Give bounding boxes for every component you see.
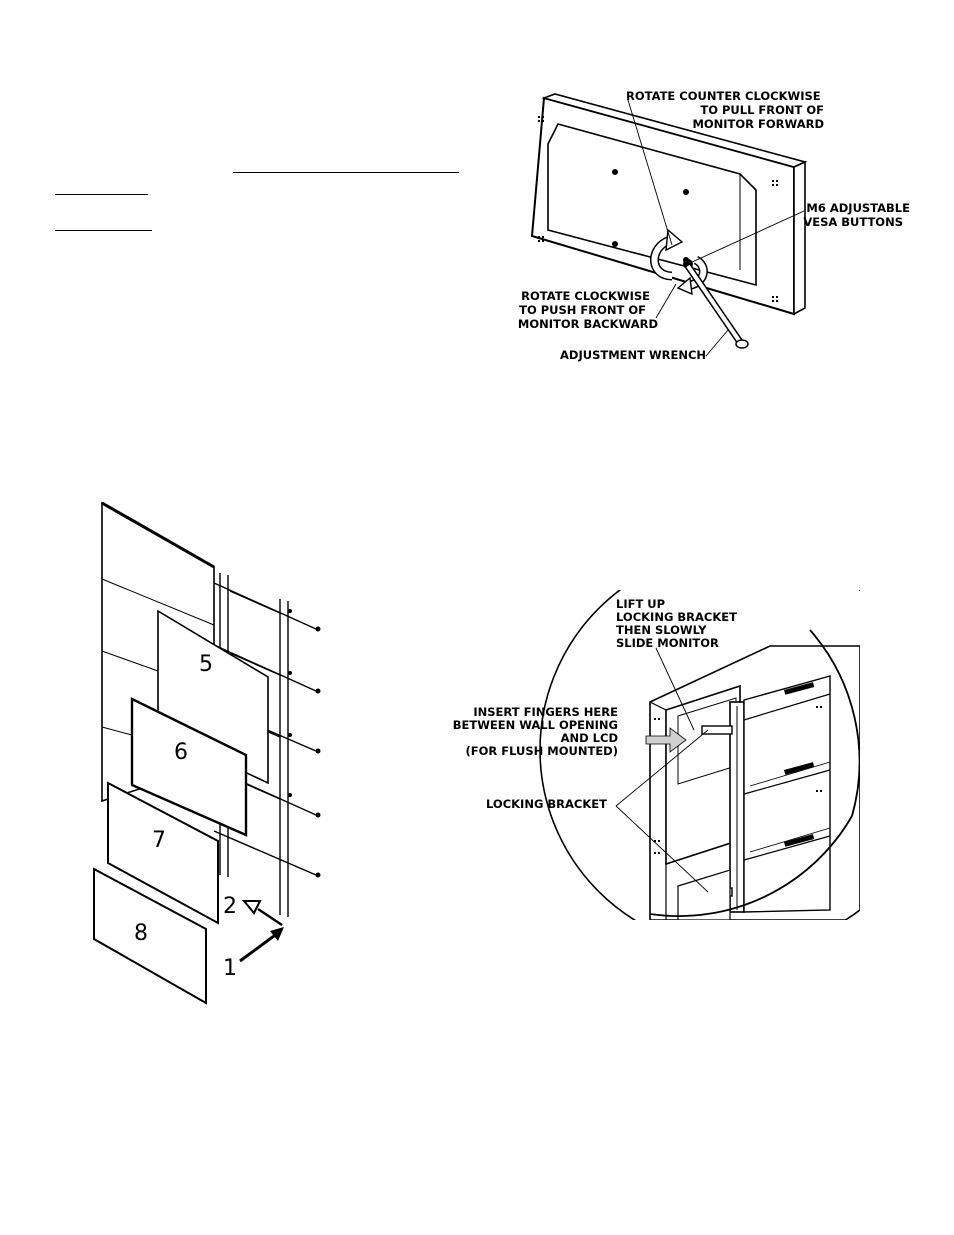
rotate-ccw-line-1: ROTATE COUNTER CLOCKWISE [626,89,821,103]
svg-text:SLIDE MONITOR: SLIDE MONITOR [616,636,719,650]
fingers-line-2: BETWEEN WALL OPENING [453,718,618,732]
rotate-ccw-line-3: MONITOR FORWARD [692,117,824,131]
svg-text:VESA BUTTONS: VESA BUTTONS [803,215,903,229]
lift-line-3: THEN SLOWLY [616,623,707,637]
m6-buttons-line-2: VESA BUTTONS [803,215,903,229]
svg-text:ADJUSTMENT WRENCH: ADJUSTMENT WRENCH [560,348,706,362]
underline-blank-2 [55,194,148,195]
rotate-cw-line-2: TO PUSH FRONT OF [519,303,646,317]
svg-text:INSERT FINGERS HERE: INSERT FINGERS HERE [473,705,618,719]
svg-text:LIFT UP: LIFT UP [616,597,665,611]
svg-text:ROTATE COUNTER CLOCKWISE: ROTATE COUNTER CLOCKWISE [626,89,821,103]
m6-buttons-line-1: M6 ADJUSTABLE [806,201,910,215]
svg-text:TO PULL FRONT OF: TO PULL FRONT OF [700,103,824,117]
panel-number-5: 5 [199,652,213,677]
vesa-adjustment-diagram: ROTATE COUNTER CLOCKWISE TO PULL FRONT O… [518,89,910,362]
svg-text:(FOR FLUSH MOUNTED): (FOR FLUSH MOUNTED) [466,744,618,758]
svg-text:ROTATE CLOCKWISE: ROTATE CLOCKWISE [521,289,650,303]
svg-text:AND LCD: AND LCD [561,731,618,745]
lift-line-1: LIFT UP [616,597,665,611]
rotate-cw-line-1: ROTATE CLOCKWISE [521,289,650,303]
svg-text:MONITOR BACKWARD: MONITOR BACKWARD [518,317,658,331]
rotate-ccw-line-2: TO PULL FRONT OF [700,103,824,117]
svg-text:TO PUSH FRONT OF: TO PUSH FRONT OF [519,303,646,317]
locking-bracket-label: LOCKING BRACKET [486,797,607,811]
panel-stack-diagram: 5 6 7 8 1 2 [93,501,321,1005]
svg-text:BETWEEN WALL OPENING: BETWEEN WALL OPENING [453,718,618,732]
lift-line-2: LOCKING BRACKET [616,610,737,624]
lift-line-4: SLIDE MONITOR [616,636,719,650]
underline-blank-1 [233,172,459,173]
fingers-line-1: INSERT FINGERS HERE [473,705,618,719]
panel-number-8: 8 [134,921,148,946]
rotate-cw-line-3: MONITOR BACKWARD [518,317,658,331]
step-number-2: 2 [223,894,237,919]
svg-text:MONITOR FORWARD: MONITOR FORWARD [692,117,824,131]
locking-bracket-diagram: LIFT UP LOCKING BRACKET THEN SLOWLY SLID… [453,590,860,920]
svg-text:LOCKING BRACKET: LOCKING BRACKET [486,797,607,811]
fingers-line-3: AND LCD [561,731,618,745]
svg-text:THEN SLOWLY: THEN SLOWLY [616,623,707,637]
svg-text:M6 ADJUSTABLE: M6 ADJUSTABLE [806,201,910,215]
panel-number-6: 6 [174,740,188,765]
svg-text:LOCKING BRACKET: LOCKING BRACKET [616,610,737,624]
adjustment-wrench-label: ADJUSTMENT WRENCH [560,348,706,362]
panel-number-7: 7 [152,828,166,853]
underline-blank-3 [55,230,152,231]
step-number-1: 1 [223,956,237,981]
fingers-line-4: (FOR FLUSH MOUNTED) [466,744,618,758]
